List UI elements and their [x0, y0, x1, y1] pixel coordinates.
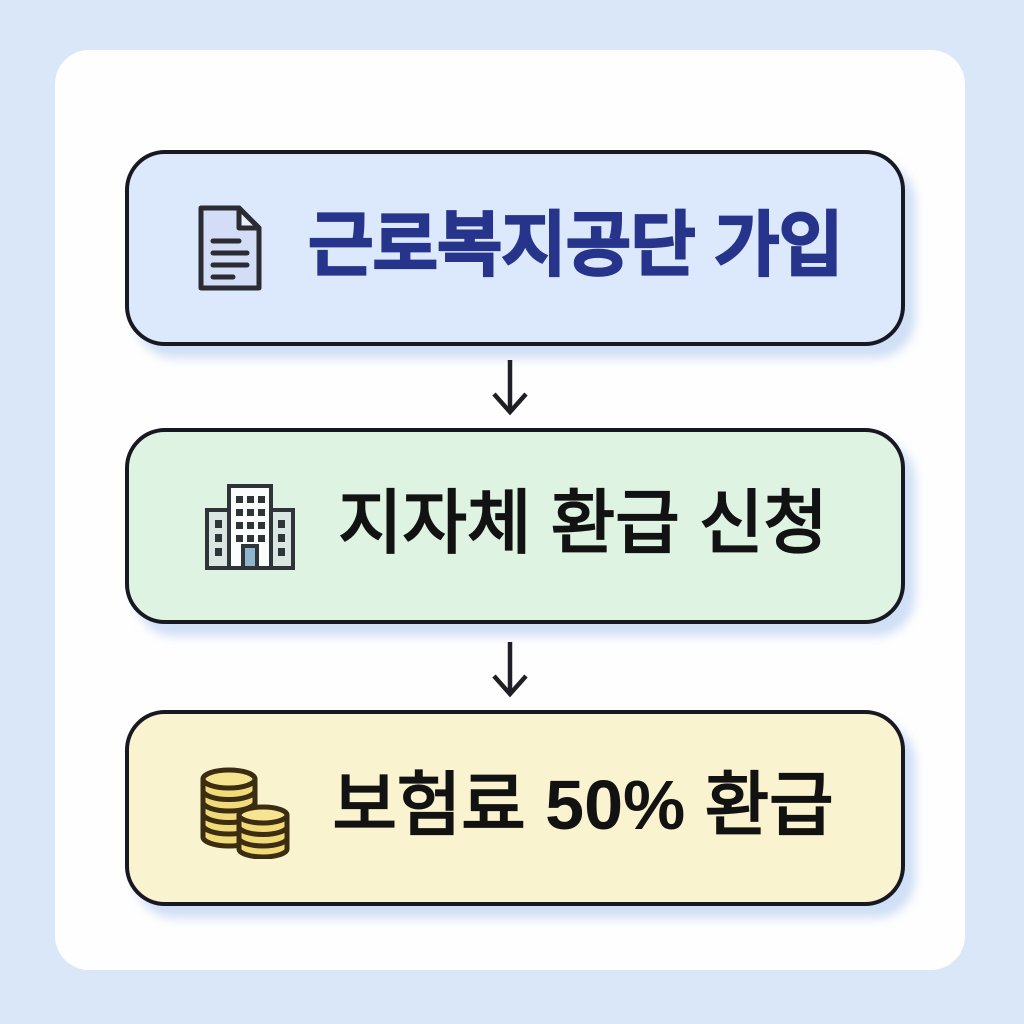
building-icon	[202, 478, 298, 574]
down-arrow-icon	[492, 642, 528, 698]
down-arrow-icon	[492, 360, 528, 416]
step-label-apply: 지자체 환급 신청	[338, 484, 828, 562]
infographic-card: 근로복지공단 가입 지자체	[55, 50, 965, 970]
document-icon	[187, 201, 269, 295]
coins-icon	[197, 757, 293, 859]
flow-step-join: 근로복지공단 가입	[125, 150, 905, 346]
flow-step-refund: 보험료 50% 환급	[125, 710, 905, 906]
flow-step-apply: 지자체 환급 신청	[125, 428, 905, 624]
step-label-join: 근로복지공단 가입	[307, 206, 844, 284]
step-label-refund: 보험료 50% 환급	[332, 766, 834, 844]
